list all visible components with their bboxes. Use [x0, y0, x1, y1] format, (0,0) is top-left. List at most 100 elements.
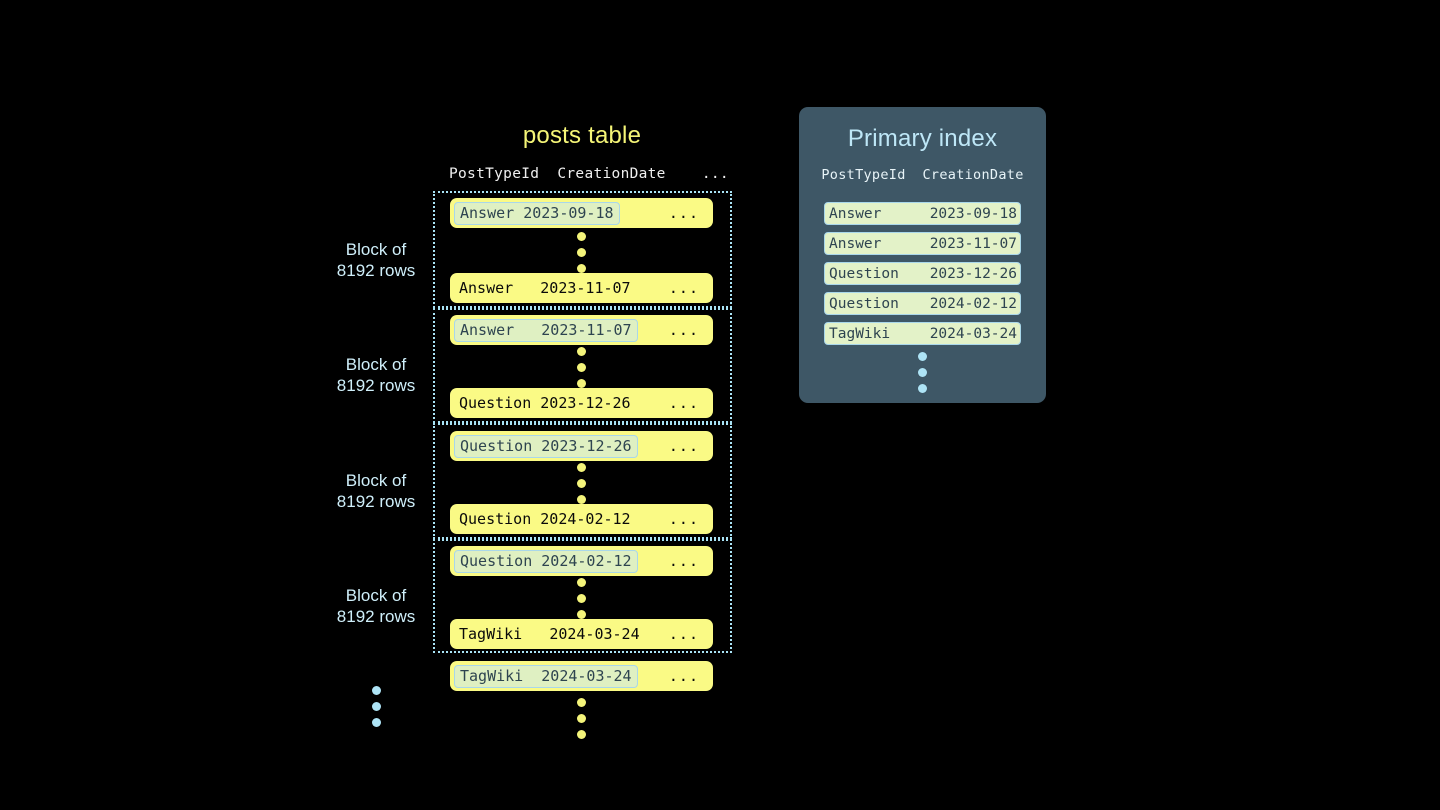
dot	[371, 702, 381, 711]
index-row[interactable]: TagWiki 2024-03-24	[824, 322, 1021, 345]
dot	[576, 594, 586, 603]
cell-gap	[532, 437, 541, 455]
dot	[576, 714, 586, 723]
primary-index-column-headers: PostTypeId CreationDate	[821, 167, 1024, 183]
block-2-label: Block of 8192 rows	[296, 354, 456, 396]
primary-index-title: Primary index	[847, 125, 998, 152]
row-continuation-dots	[576, 347, 586, 388]
block-4-label-line1: Block of	[345, 586, 407, 605]
index-row[interactable]: Answer 2023-09-18	[824, 202, 1021, 225]
ellipsis-icon: ...	[668, 394, 699, 412]
post-type-id-cell: Question	[459, 393, 532, 412]
block-1	[433, 191, 732, 308]
post-type-id-cell: Answer	[460, 320, 515, 339]
dot	[576, 232, 586, 241]
table-row-cells: Answer 2023-11-07	[454, 278, 636, 299]
table-row-cells: Question 2023-12-26	[454, 434, 638, 458]
table-continuation-dots	[576, 698, 586, 739]
table-row-cells: Answer 2023-11-07	[454, 318, 638, 342]
creation-date-cell: 2023-12-26	[541, 436, 632, 455]
creation-date-cell: 2024-02-12	[541, 551, 632, 570]
creation-date-cell: 2024-03-24	[541, 666, 632, 685]
dot	[576, 379, 586, 388]
index-continuation-dots	[799, 352, 1046, 393]
table-row[interactable]: TagWiki 2024-03-24 ...	[450, 661, 713, 691]
table-row-cells: Answer 2023-09-18	[454, 201, 620, 225]
dot	[576, 495, 586, 504]
creation-date-cell: 2023-11-07	[541, 320, 632, 339]
ellipsis-icon: ...	[668, 279, 699, 297]
dot	[371, 718, 381, 727]
ellipsis-icon: ...	[668, 667, 699, 685]
creation-date-cell: 2024-03-24	[549, 624, 640, 643]
dot	[576, 730, 586, 739]
block-4-label-line2: 8192 rows	[336, 607, 416, 626]
post-type-id-cell: TagWiki	[460, 666, 524, 685]
block-4-label: Block of 8192 rows	[296, 585, 456, 627]
table-row[interactable]: Question 2023-12-26 ...	[450, 431, 713, 461]
index-row[interactable]: Question 2023-12-26	[824, 262, 1021, 285]
block-3-label-line1: Block of	[345, 471, 407, 490]
cell-gap	[531, 394, 540, 412]
block-1-label-line1: Block of	[345, 240, 407, 259]
table-row[interactable]: Answer 2023-11-07 ...	[450, 273, 713, 303]
table-row[interactable]: Answer 2023-11-07 ...	[450, 315, 713, 345]
cell-gap	[522, 625, 549, 643]
table-row[interactable]: Question 2023-12-26 ...	[450, 388, 713, 418]
creation-date-cell: 2023-11-07	[929, 235, 1017, 252]
block-2	[433, 308, 732, 423]
dot	[918, 384, 927, 393]
ellipsis-icon: ...	[668, 625, 699, 643]
cell-gap	[523, 667, 541, 685]
table-row-cells: Question 2024-02-12	[454, 509, 636, 530]
block-4	[433, 539, 732, 653]
block-continuation-dots	[371, 686, 381, 727]
block-2-label-line2: 8192 rows	[336, 376, 416, 395]
ellipsis-icon: ...	[668, 204, 699, 222]
creation-date-cell: 2024-03-24	[929, 325, 1017, 342]
ellipsis-icon: ...	[668, 321, 699, 339]
dot	[918, 352, 927, 361]
cell-gap	[514, 204, 523, 222]
post-type-id-cell: Answer	[459, 278, 514, 297]
table-row-cells: TagWiki 2024-03-24	[454, 664, 638, 688]
post-type-id-cell: Question	[460, 551, 533, 570]
dot	[576, 698, 586, 707]
creation-date-cell: 2023-12-26	[540, 393, 631, 412]
creation-date-cell: 2023-09-18	[523, 203, 614, 222]
block-3	[433, 423, 732, 539]
table-row[interactable]: Question 2024-02-12 ...	[450, 546, 713, 576]
table-row-cells: Question 2024-02-12	[454, 549, 638, 573]
dot	[371, 686, 381, 695]
dot	[576, 479, 586, 488]
creation-date-cell: 2023-11-07	[540, 278, 631, 297]
dot	[576, 264, 586, 273]
post-type-id-cell: TagWiki	[459, 624, 523, 643]
creation-date-cell: 2024-02-12	[540, 509, 631, 528]
dot	[576, 347, 586, 356]
creation-date-cell: 2023-12-26	[929, 265, 1017, 282]
dot	[576, 610, 586, 619]
index-row[interactable]: Question 2024-02-12	[824, 292, 1021, 315]
index-row[interactable]: Answer 2023-11-07	[824, 232, 1021, 255]
cell-gap	[513, 279, 540, 297]
posts-table-column-headers: PostTypeId CreationDate ...	[449, 166, 729, 182]
post-type-id-cell: Question	[829, 265, 899, 282]
post-type-id-cell: Answer	[460, 203, 515, 222]
dot	[576, 463, 586, 472]
block-1-label: Block of 8192 rows	[296, 239, 456, 281]
cell-gap	[531, 510, 540, 528]
table-row[interactable]: Answer 2023-09-18 ...	[450, 198, 713, 228]
ellipsis-icon: ...	[668, 552, 699, 570]
post-type-id-cell: TagWiki	[829, 325, 891, 342]
table-row[interactable]: Question 2024-02-12 ...	[450, 504, 713, 534]
cell-gap	[514, 321, 541, 339]
dot	[576, 363, 586, 372]
table-row[interactable]: TagWiki 2024-03-24 ...	[450, 619, 713, 649]
post-type-id-cell: Answer	[829, 235, 882, 252]
dot	[918, 368, 927, 377]
row-continuation-dots	[576, 578, 586, 619]
row-continuation-dots	[576, 232, 586, 273]
table-row-cells: Question 2023-12-26	[454, 393, 636, 414]
